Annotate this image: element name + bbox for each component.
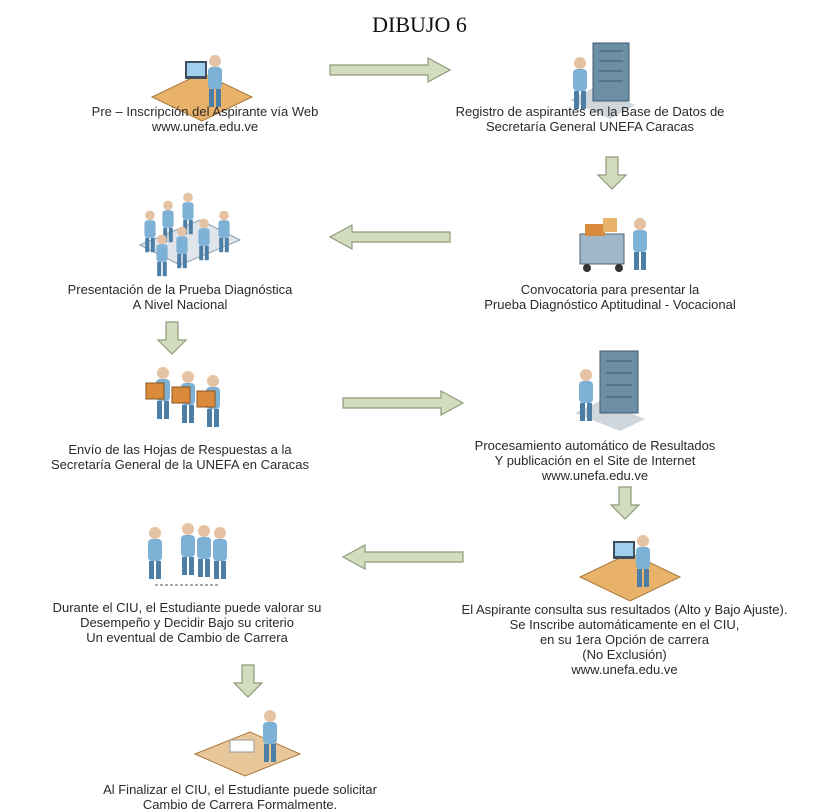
arrow-1-to-2 [329, 57, 451, 83]
diagram-title: DIBUJO 6 [372, 12, 467, 37]
arrow-7-to-8 [342, 544, 464, 570]
step-3-caption: Convocatoria para presentar la Prueba Di… [484, 282, 736, 312]
step-6-caption: Procesamiento automático de Resultados Y… [474, 438, 716, 483]
arrow-5-to-6 [342, 390, 464, 416]
icon-step-4 [138, 192, 242, 277]
step-4-caption: Presentación de la Prueba Diagnóstica A … [67, 282, 293, 312]
icon-step-7 [578, 535, 682, 602]
step-7-caption: El Aspirante consulta sus resultados (Al… [461, 602, 788, 677]
icon-step-9 [193, 710, 302, 777]
step-1-caption: Pre – Inscripción del Aspirante vía Web … [91, 104, 319, 134]
step-8-caption: Durante el CIU, el Estudiante puede valo… [52, 600, 322, 645]
arrow-4-to-5 [157, 321, 187, 355]
icon-step-8 [148, 523, 227, 586]
icon-step-6 [575, 350, 645, 431]
icon-step-2 [570, 42, 635, 119]
icon-step-1 [150, 55, 254, 122]
arrow-6-to-7 [610, 486, 640, 520]
arrow-2-to-3 [597, 156, 627, 190]
icon-step-3 [579, 218, 647, 272]
step-9-caption: Al Finalizar el CIU, el Estudiante puede… [103, 782, 377, 812]
arrow-3-to-4 [329, 224, 451, 250]
arrow-8-to-9 [233, 664, 263, 698]
step-2-caption: Registro de aspirantes en la Base de Dat… [455, 104, 725, 134]
icon-step-5 [145, 367, 220, 427]
step-5-caption: Envío de las Hojas de Respuestas a la Se… [51, 442, 309, 472]
